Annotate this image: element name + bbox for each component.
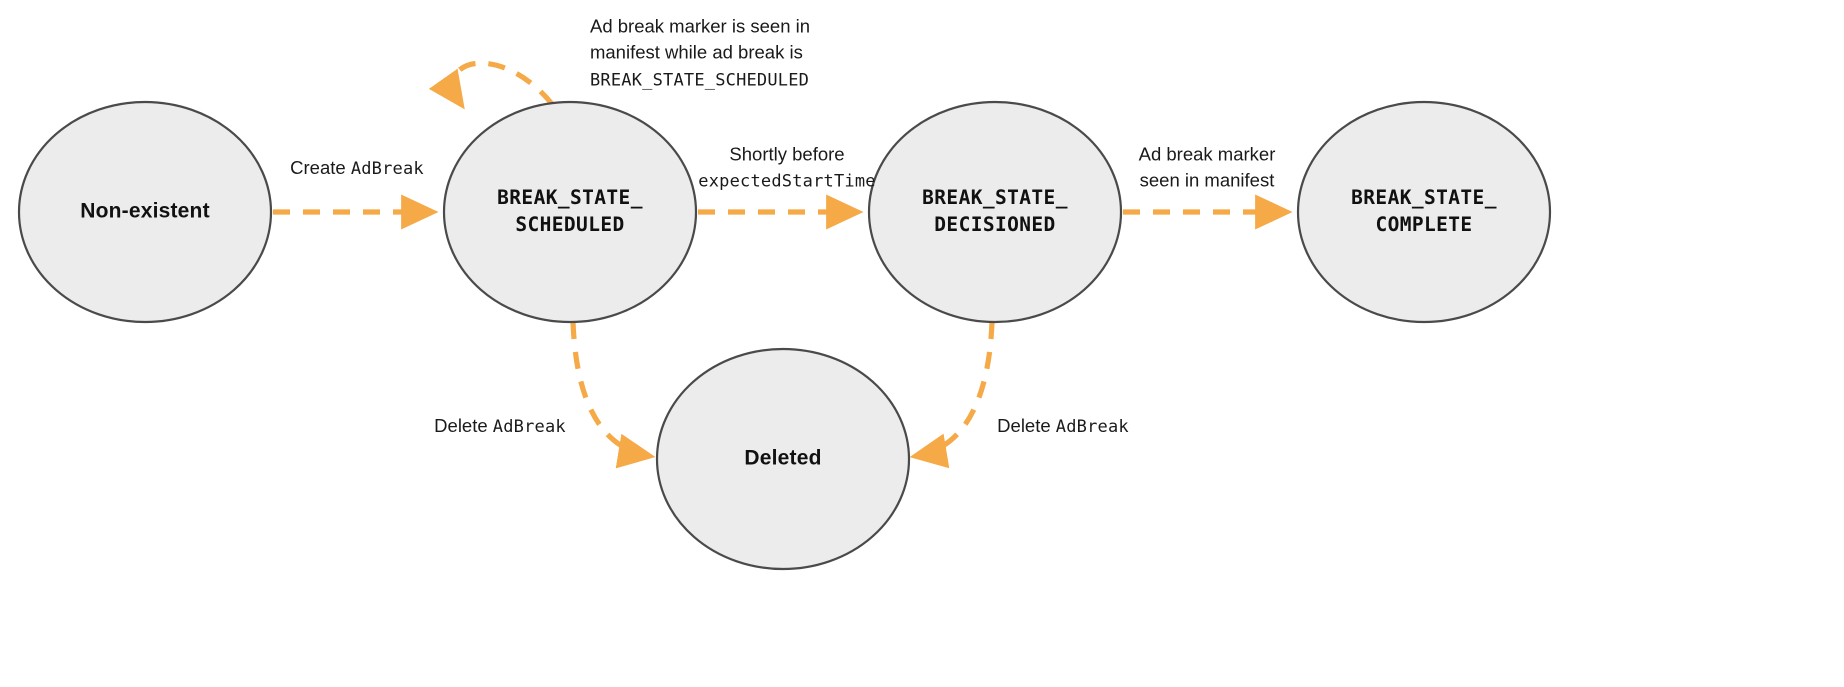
node-break-state-complete[interactable] (1296, 100, 1552, 324)
edge-delete-adbreak-from-scheduled (570, 321, 656, 469)
edge-self-loop-scheduled (428, 60, 555, 110)
nodes-group (17, 100, 1552, 571)
node-non-existent[interactable] (17, 100, 273, 324)
node-break-state-decisioned[interactable] (867, 100, 1123, 324)
edge-delete-adbreak-from-decisioned (909, 321, 995, 469)
node-deleted[interactable] (655, 347, 911, 571)
node-break-state-scheduled[interactable] (442, 100, 698, 324)
edges-group (273, 60, 1293, 469)
